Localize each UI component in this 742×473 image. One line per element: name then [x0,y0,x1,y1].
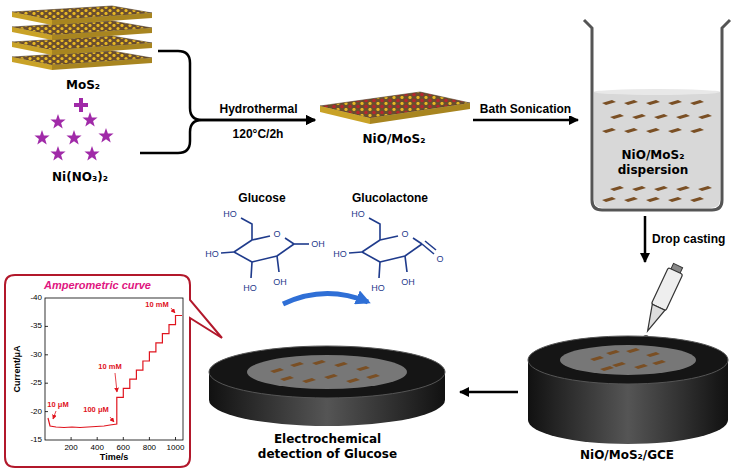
material-node: Ni(NO₃)₂ [20,114,140,192]
mos2-stack [12,6,152,70]
step-label: Hydrothermal [217,102,299,116]
text-label: O [436,255,443,264]
text-label: 400 [91,444,104,452]
process-arrow [140,120,315,153]
text-label: -20 [30,408,42,416]
text-label: -15 [30,436,42,444]
text-label: HO [243,284,257,293]
text-label: HO [223,210,237,219]
star-symbols [34,112,113,161]
text-label: O [401,230,408,239]
node-text: NiO/MoS₂/GCE [580,448,674,463]
node-text: MoS₂ [66,78,100,93]
text-label: Time/s [100,453,128,462]
text-label: O [273,230,280,239]
process-arrow [644,216,647,262]
text-label: 10 mM [98,363,121,371]
electrode-node: NiO/MoS₂/GCE [518,262,736,470]
text-label: 10 μM [47,401,68,409]
text-label: HO [351,210,365,219]
text-label: 120°C/2h [233,128,284,140]
process-arrow [460,391,518,394]
product-node: NiO/MoS₂ [315,88,473,152]
gce-electrode [528,336,728,444]
text-label: 800 [143,444,156,452]
node-text: NiO/MoS₂ [363,132,426,147]
text-label: Current/μA [13,345,22,392]
text-label: Glucose [238,192,285,204]
node-text: Ni(NO₃)₂ [52,170,108,185]
text-label: HO [205,250,219,259]
text-label: OH [311,240,325,249]
pipette [640,262,685,334]
text-label: OH [273,278,287,287]
text-label: OH [401,278,415,287]
node-text: Amperometric curve [44,279,151,293]
text-label: 1000 [167,444,185,452]
text-label: 100 μM [83,406,108,414]
text-label: -25 [30,379,42,387]
text-label: HO [371,284,385,293]
text-label: 10 mM [145,301,168,309]
beaker-node: NiO/MoS₂ dispersion [578,18,728,216]
glucolactone-molecule [349,218,436,278]
beaker [584,20,730,210]
material-node: MoS₂ [8,2,158,100]
step-label: Drop casting [650,232,727,246]
process-arrow [158,51,315,120]
text-label: 600 [117,444,130,452]
node-text: Electrochemical detection of Glucose [243,432,413,462]
text-label: 200 [64,444,77,452]
text-label: HO [333,250,347,259]
current-curve [48,316,182,428]
annotation-arrows [53,308,175,422]
chart-axes [45,298,183,440]
text-label: -40 [30,294,42,302]
nio-mos2-sheet [320,92,470,124]
reaction-arrow [283,293,368,304]
working-electrode [209,346,445,426]
text-label: -30 [30,351,42,359]
process-arrow [473,119,578,122]
plus-sign [74,98,88,112]
step-label: Bath Sonication [478,102,573,116]
electrode-node: Electrochemical detection of Glucose [195,300,460,470]
node-text: NiO/MoS₂ dispersion [593,148,713,178]
callout-box [5,275,222,467]
text-label: -35 [30,322,42,330]
glucose-molecule [221,218,309,278]
text-label: Glucolactone [352,192,428,204]
